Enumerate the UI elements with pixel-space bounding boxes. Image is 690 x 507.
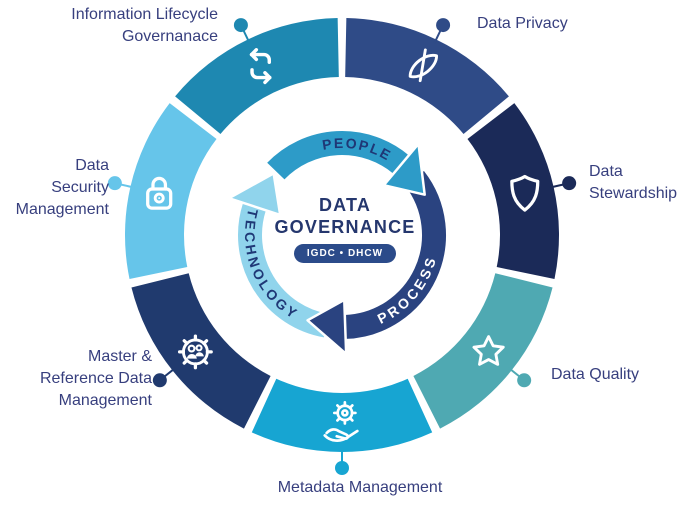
segment-label-information-lifecycle-governance: Information Lifecycle Governanace xyxy=(71,6,218,45)
ring-segment-data-quality xyxy=(413,273,553,429)
label-dot-metadata-management xyxy=(335,461,349,475)
label-dot-data-stewardship xyxy=(562,176,577,191)
center-title-line1: DATA xyxy=(318,195,372,215)
label-dot-data-security-management xyxy=(107,176,122,191)
segment-label-data-stewardship: Data Stewardship xyxy=(589,163,678,202)
center-title-line2: GOVERNANCE xyxy=(274,217,416,237)
cycle-arrowhead-technology xyxy=(227,172,282,217)
label-dot-information-lifecycle-governance xyxy=(233,18,248,33)
segment-label-data-privacy: Data Privacy xyxy=(477,15,568,32)
label-dot-data-quality xyxy=(517,373,532,388)
center-badge: IGDC • DHCW xyxy=(293,244,397,263)
cycle-arrowhead-people xyxy=(382,142,426,196)
ring-segment-data-privacy xyxy=(345,18,509,135)
cycle-band-people xyxy=(267,131,409,180)
segment-label-data-security-management: Data Security Management xyxy=(15,157,109,218)
segment-label-master-reference-data-management: Master & Reference Data Management xyxy=(39,348,152,409)
cycle-arrowhead-process xyxy=(306,298,348,356)
cycle-label-people: PEOPLE xyxy=(321,135,395,164)
cycle-band-technology xyxy=(238,202,329,338)
label-dot-data-privacy xyxy=(436,18,451,33)
label-dot-master-reference-data-management xyxy=(152,373,167,388)
segment-label-data-quality: Data Quality xyxy=(551,366,640,383)
ring-segment-master-reference-data-management xyxy=(131,273,271,429)
cycle-band-process xyxy=(344,170,446,339)
center-title-block: DATA GOVERNANCE IGDC • DHCW xyxy=(245,194,445,263)
segment-label-metadata-management: Metadata Management xyxy=(277,479,443,496)
